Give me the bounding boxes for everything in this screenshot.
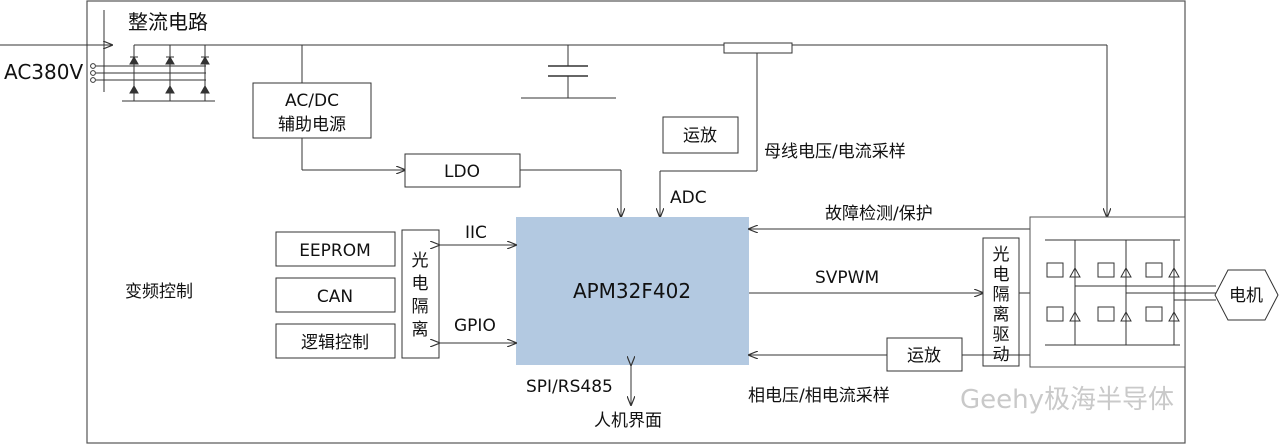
ac-input (0, 10, 206, 92)
iic-label: IIC (465, 223, 487, 243)
motor-hexagon (1214, 269, 1279, 321)
svg-text:光: 光 (993, 245, 1010, 265)
inverter-bridge (1045, 239, 1216, 346)
opamp-top-label: 运放 (683, 126, 717, 146)
eeprom-label: EEPROM (299, 241, 371, 261)
svg-text:离: 离 (412, 320, 429, 340)
svg-text:电: 电 (993, 265, 1010, 285)
dc-bus (134, 44, 1107, 217)
inverter-box (1029, 216, 1186, 368)
interface-bus-label: SPI/RS485 (526, 377, 613, 397)
opamp-bottom-label: 运放 (907, 346, 941, 366)
opamp-top-box (662, 116, 739, 154)
phase-sample-label: 相电压/相电流采样 (748, 386, 890, 406)
acdc-line1: AC/DC (285, 91, 339, 111)
svpwm-label: SVPWM (815, 268, 879, 288)
isolator-left-text: 光 电 隔 离 (412, 251, 429, 340)
acdc-line2: 辅助电源 (278, 115, 346, 135)
svg-text:隔: 隔 (993, 285, 1010, 305)
motor-label: 电机 (1229, 286, 1263, 306)
can-box (275, 277, 396, 313)
svg-text:电: 电 (412, 274, 429, 294)
ac-input-label: AC380V (4, 60, 83, 84)
bus-sample-label: 母线电压/电流采样 (764, 142, 906, 162)
opamp-bottom-box (886, 337, 963, 372)
mcu-box (516, 217, 749, 365)
isolator-left-box (401, 229, 440, 359)
adc-label: ADC (670, 188, 707, 208)
control-section-label: 变频控制 (125, 282, 193, 302)
logic-control-box (275, 323, 396, 359)
acdc-supply-box (252, 82, 372, 139)
eeprom-box (275, 231, 396, 267)
hmi-label: 人机界面 (594, 411, 662, 431)
rectifier-label: 整流电路 (128, 10, 208, 34)
isolator-right-box (982, 237, 1020, 367)
svg-text:光: 光 (412, 251, 429, 271)
mcu-label: APM32F402 (573, 279, 691, 303)
logic-control-label: 逻辑控制 (301, 333, 369, 353)
svg-text:离: 离 (993, 305, 1010, 325)
shunt-resistor (723, 42, 793, 54)
rectifier-bridge (122, 45, 215, 102)
svg-text:隔: 隔 (412, 297, 429, 317)
can-label: CAN (317, 287, 353, 307)
isolator-right-text: 光 电 隔 离 驱 动 (993, 245, 1010, 365)
svg-text:驱: 驱 (993, 325, 1010, 345)
fault-label: 故障检测/保护 (825, 204, 933, 224)
gpio-label: GPIO (454, 316, 496, 336)
ldo-label: LDO (444, 162, 480, 182)
ldo-box (404, 153, 521, 188)
watermark: Geehy极海半导体 (960, 385, 1174, 415)
